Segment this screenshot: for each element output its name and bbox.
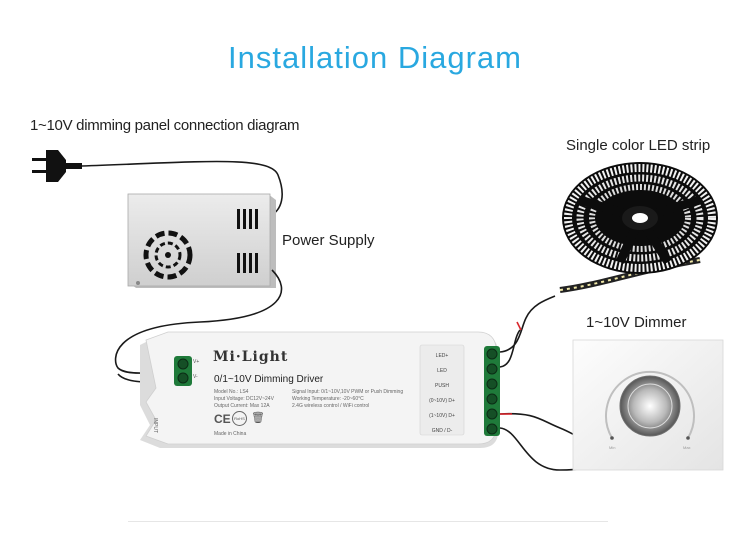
spec-line: 2.4G wireless control / WiFi control	[292, 403, 370, 409]
dc-wire-positive	[114, 269, 283, 374]
spec-line: Model No.: LS4	[214, 389, 249, 395]
terminal-label: (0~10V) D+	[429, 398, 455, 404]
terminal-label: GND / D-	[431, 428, 453, 434]
led-strip-label: Single color LED strip	[566, 137, 711, 154]
rohs-mark: RoHS	[232, 411, 247, 426]
mains-wire	[81, 160, 283, 217]
led-reel-icon	[559, 162, 718, 293]
spec-line: Input Voltage: DC12V~24V	[214, 396, 274, 402]
weee-bin-icon: 🗑	[251, 412, 265, 424]
spec-line: Output Current: Max 12A	[214, 403, 270, 409]
driver-model-title: 0/1~10V Dimming Driver	[214, 374, 324, 385]
ce-mark: CE	[214, 412, 231, 426]
dimmer-label: 1~10V Dimmer	[586, 314, 687, 331]
dimmer-min-label: Min	[609, 445, 616, 450]
terminal-label: (1~10V) D+	[429, 413, 455, 419]
terminal-label: LED+	[435, 353, 449, 359]
input-pin-positive: V+	[193, 359, 200, 365]
made-in-label: Made in China	[214, 431, 247, 437]
driver-spec-left: Model No.: LS4 Input Voltage: DC12V~24V …	[214, 389, 274, 410]
input-pin-negative: V-	[193, 374, 198, 380]
dimmer-max-label: Max	[683, 445, 691, 450]
led-wire-positive	[499, 295, 556, 353]
driver-spec-right: Signal Input: 0/1~10V,10V PWM or Push Di…	[292, 389, 403, 410]
power-supply-icon	[127, 193, 276, 288]
terminal-labels: LED+ LED PUSH (0~10V) D+ (1~10V) D+ GND …	[423, 349, 461, 439]
led-wire-red-tip	[516, 321, 522, 331]
power-plug-icon	[32, 150, 82, 182]
diagram-title: Installation Diagram	[228, 40, 522, 75]
dimmer-knob-icon	[572, 339, 724, 471]
terminal-label: PUSH	[435, 383, 449, 389]
power-supply-label: Power Supply	[282, 232, 375, 249]
spec-line: Working Temperature: -20~60°C	[292, 396, 364, 402]
driver-brand: Mi·Light	[213, 349, 289, 365]
input-label: INPUT	[152, 418, 158, 433]
diagram-subtitle: 1~10V dimming panel connection diagram	[30, 117, 300, 134]
spec-line: Signal Input: 0/1~10V,10V PWM or Push Di…	[292, 389, 404, 395]
bottom-divider	[128, 521, 608, 522]
terminal-label: LED	[437, 368, 447, 374]
led-wire-negative	[499, 329, 521, 368]
